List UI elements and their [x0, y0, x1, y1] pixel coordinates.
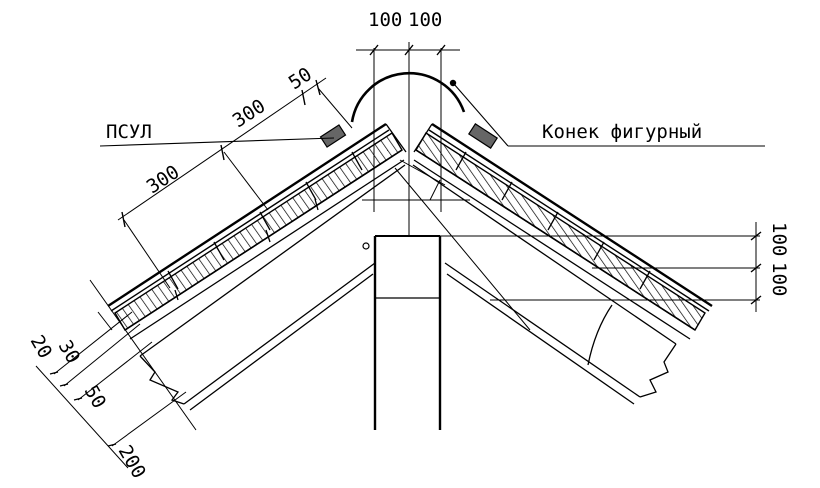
label-ridge-shaped: Конек фигурный: [542, 121, 702, 143]
post-marker: [362, 242, 370, 250]
dim-left-20: 20: [26, 332, 56, 363]
dim-left-200: 200: [114, 442, 150, 483]
dim-right-lower: 100: [768, 262, 790, 296]
dim-left-50: 50: [80, 382, 110, 413]
dimension-texts: 100 100 50 300 300 100 100 20 30 50 200: [26, 9, 790, 482]
dim-slope-upper: 300: [229, 95, 270, 132]
ridge-cap: [319, 71, 499, 153]
labels: ПСУЛ Конек фигурный: [106, 121, 702, 143]
dim-slope-gap: 50: [285, 63, 316, 94]
right-ridge-seal: [467, 123, 499, 149]
dimension-lines: [35, 44, 762, 469]
label-psul: ПСУЛ: [106, 121, 152, 143]
dim-slope-lower: 300: [143, 161, 184, 198]
left-slope: [107, 122, 406, 411]
left-ridge-seal: [319, 124, 347, 148]
dim-left-30: 30: [54, 337, 84, 368]
left-batten-strip: [114, 132, 403, 331]
extension-lines: [362, 42, 760, 331]
right-slope: [412, 122, 713, 405]
dim-top-right: 100: [408, 9, 442, 31]
dim-top-left: 100: [368, 9, 402, 31]
callout-leaders: [99, 83, 765, 147]
ridge-post: [362, 235, 442, 430]
dim-right-upper: 100: [768, 222, 790, 256]
